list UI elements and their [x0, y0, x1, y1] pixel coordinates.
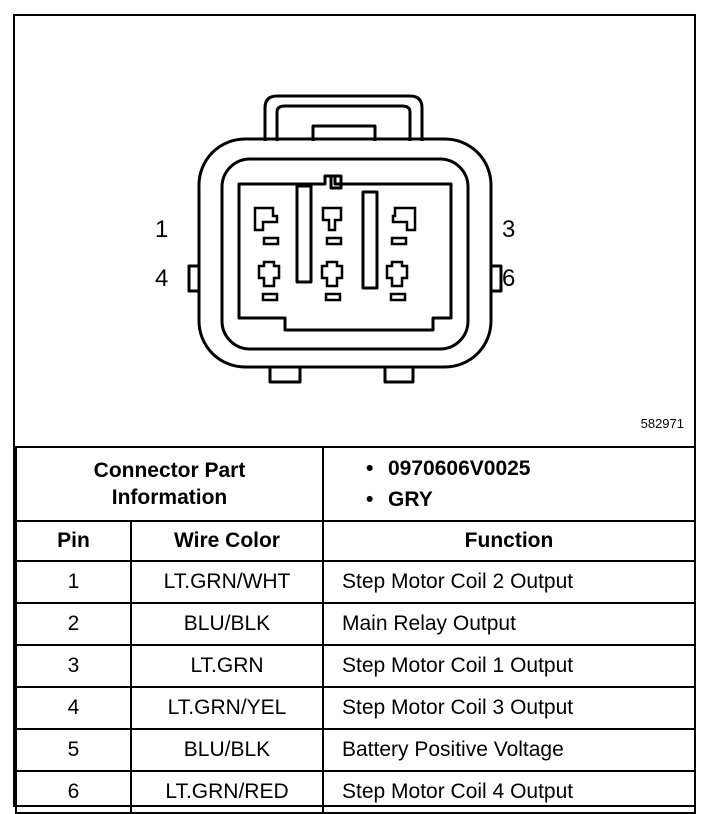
- connector-info-item: •0970606V0025: [366, 457, 531, 480]
- function-cell: Step Motor Coil 4 Output: [322, 770, 696, 814]
- terminal-lock-6: [389, 292, 407, 302]
- wire-color-cell: BLU/BLK: [130, 602, 324, 646]
- terminal-lock-3: [390, 236, 408, 246]
- connector-foot-right: [383, 367, 415, 384]
- connector-info-label-line2: Information: [111, 486, 228, 509]
- connector-info-label: Connector Part Information: [15, 446, 324, 522]
- table-row: 3 LT.GRN Step Motor Coil 1 Output: [15, 644, 696, 688]
- connector-housing-outer: [197, 137, 493, 369]
- connector-latch-tab: [311, 124, 377, 141]
- function-cell: Step Motor Coil 3 Output: [322, 686, 696, 730]
- pin-label-top-right: 3: [502, 216, 515, 243]
- terminal-4: [257, 260, 281, 288]
- connector-right-lug: [491, 264, 503, 293]
- function-cell: Battery Positive Voltage: [322, 728, 696, 772]
- pin-label-bottom-left: 4: [155, 265, 168, 292]
- table-row: 5 BLU/BLK Battery Positive Voltage: [15, 728, 696, 772]
- divider-left: [295, 184, 313, 284]
- divider-key: [329, 174, 343, 190]
- connector-latch: [263, 94, 424, 141]
- table-row: 6 LT.GRN/RED Step Motor Coil 4 Output: [15, 770, 696, 814]
- connector-info-row: Connector Part Information •0970606V0025…: [15, 446, 696, 522]
- connector-cavity: [237, 174, 453, 332]
- wire-color-cell: LT.GRN/YEL: [130, 686, 324, 730]
- pinout-table: Connector Part Information •0970606V0025…: [15, 446, 696, 814]
- pin-label-bottom-right: 6: [502, 265, 515, 292]
- terminal-lock-1: [262, 236, 280, 246]
- terminal-1: [253, 206, 279, 232]
- divider-right: [361, 190, 379, 290]
- function-cell: Step Motor Coil 2 Output: [322, 560, 696, 604]
- connector-housing-inner: [220, 157, 470, 351]
- function-cell: Step Motor Coil 1 Output: [322, 644, 696, 688]
- terminal-lock-4: [261, 292, 279, 302]
- table-row: 1 LT.GRN/WHT Step Motor Coil 2 Output: [15, 560, 696, 604]
- pin-label-top-left: 1: [155, 216, 168, 243]
- wire-color-cell: BLU/BLK: [130, 728, 324, 772]
- terminal-5: [320, 260, 344, 288]
- pin-cell: 3: [15, 644, 132, 688]
- connector-foot-left: [268, 367, 302, 384]
- terminal-6: [385, 260, 409, 288]
- header-function: Function: [322, 520, 696, 562]
- header-wire-color: Wire Color: [130, 520, 324, 562]
- terminal-3: [391, 206, 417, 232]
- connector-info-values: •0970606V0025 •GRY: [322, 446, 696, 522]
- figure-id: 582971: [640, 416, 684, 431]
- connector-latch-inner: [275, 104, 412, 141]
- table-row: 4 LT.GRN/YEL Step Motor Coil 3 Output: [15, 686, 696, 730]
- connector-info-label-line1: Connector Part: [93, 459, 246, 482]
- terminal-lock-5: [324, 292, 342, 302]
- connector-info-item: •GRY: [366, 488, 433, 511]
- table-row: 2 BLU/BLK Main Relay Output: [15, 602, 696, 646]
- pin-cell: 4: [15, 686, 132, 730]
- terminal-lock-2: [325, 236, 343, 246]
- connector-figure-frame: 1 4 3 6 582971 Connector Part Informatio…: [13, 14, 696, 814]
- pin-cell: 2: [15, 602, 132, 646]
- header-pin: Pin: [15, 520, 132, 562]
- table-header-row: Pin Wire Color Function: [15, 520, 696, 562]
- pin-cell: 6: [15, 770, 132, 814]
- pin-cell: 1: [15, 560, 132, 604]
- connector-face-diagram: 1 4 3 6: [155, 94, 515, 384]
- pin-cell: 5: [15, 728, 132, 772]
- connector-left-lug: [187, 264, 199, 293]
- terminal-2: [321, 206, 343, 232]
- wire-color-cell: LT.GRN: [130, 644, 324, 688]
- wire-color-cell: LT.GRN/RED: [130, 770, 324, 814]
- function-cell: Main Relay Output: [322, 602, 696, 646]
- wire-color-cell: LT.GRN/WHT: [130, 560, 324, 604]
